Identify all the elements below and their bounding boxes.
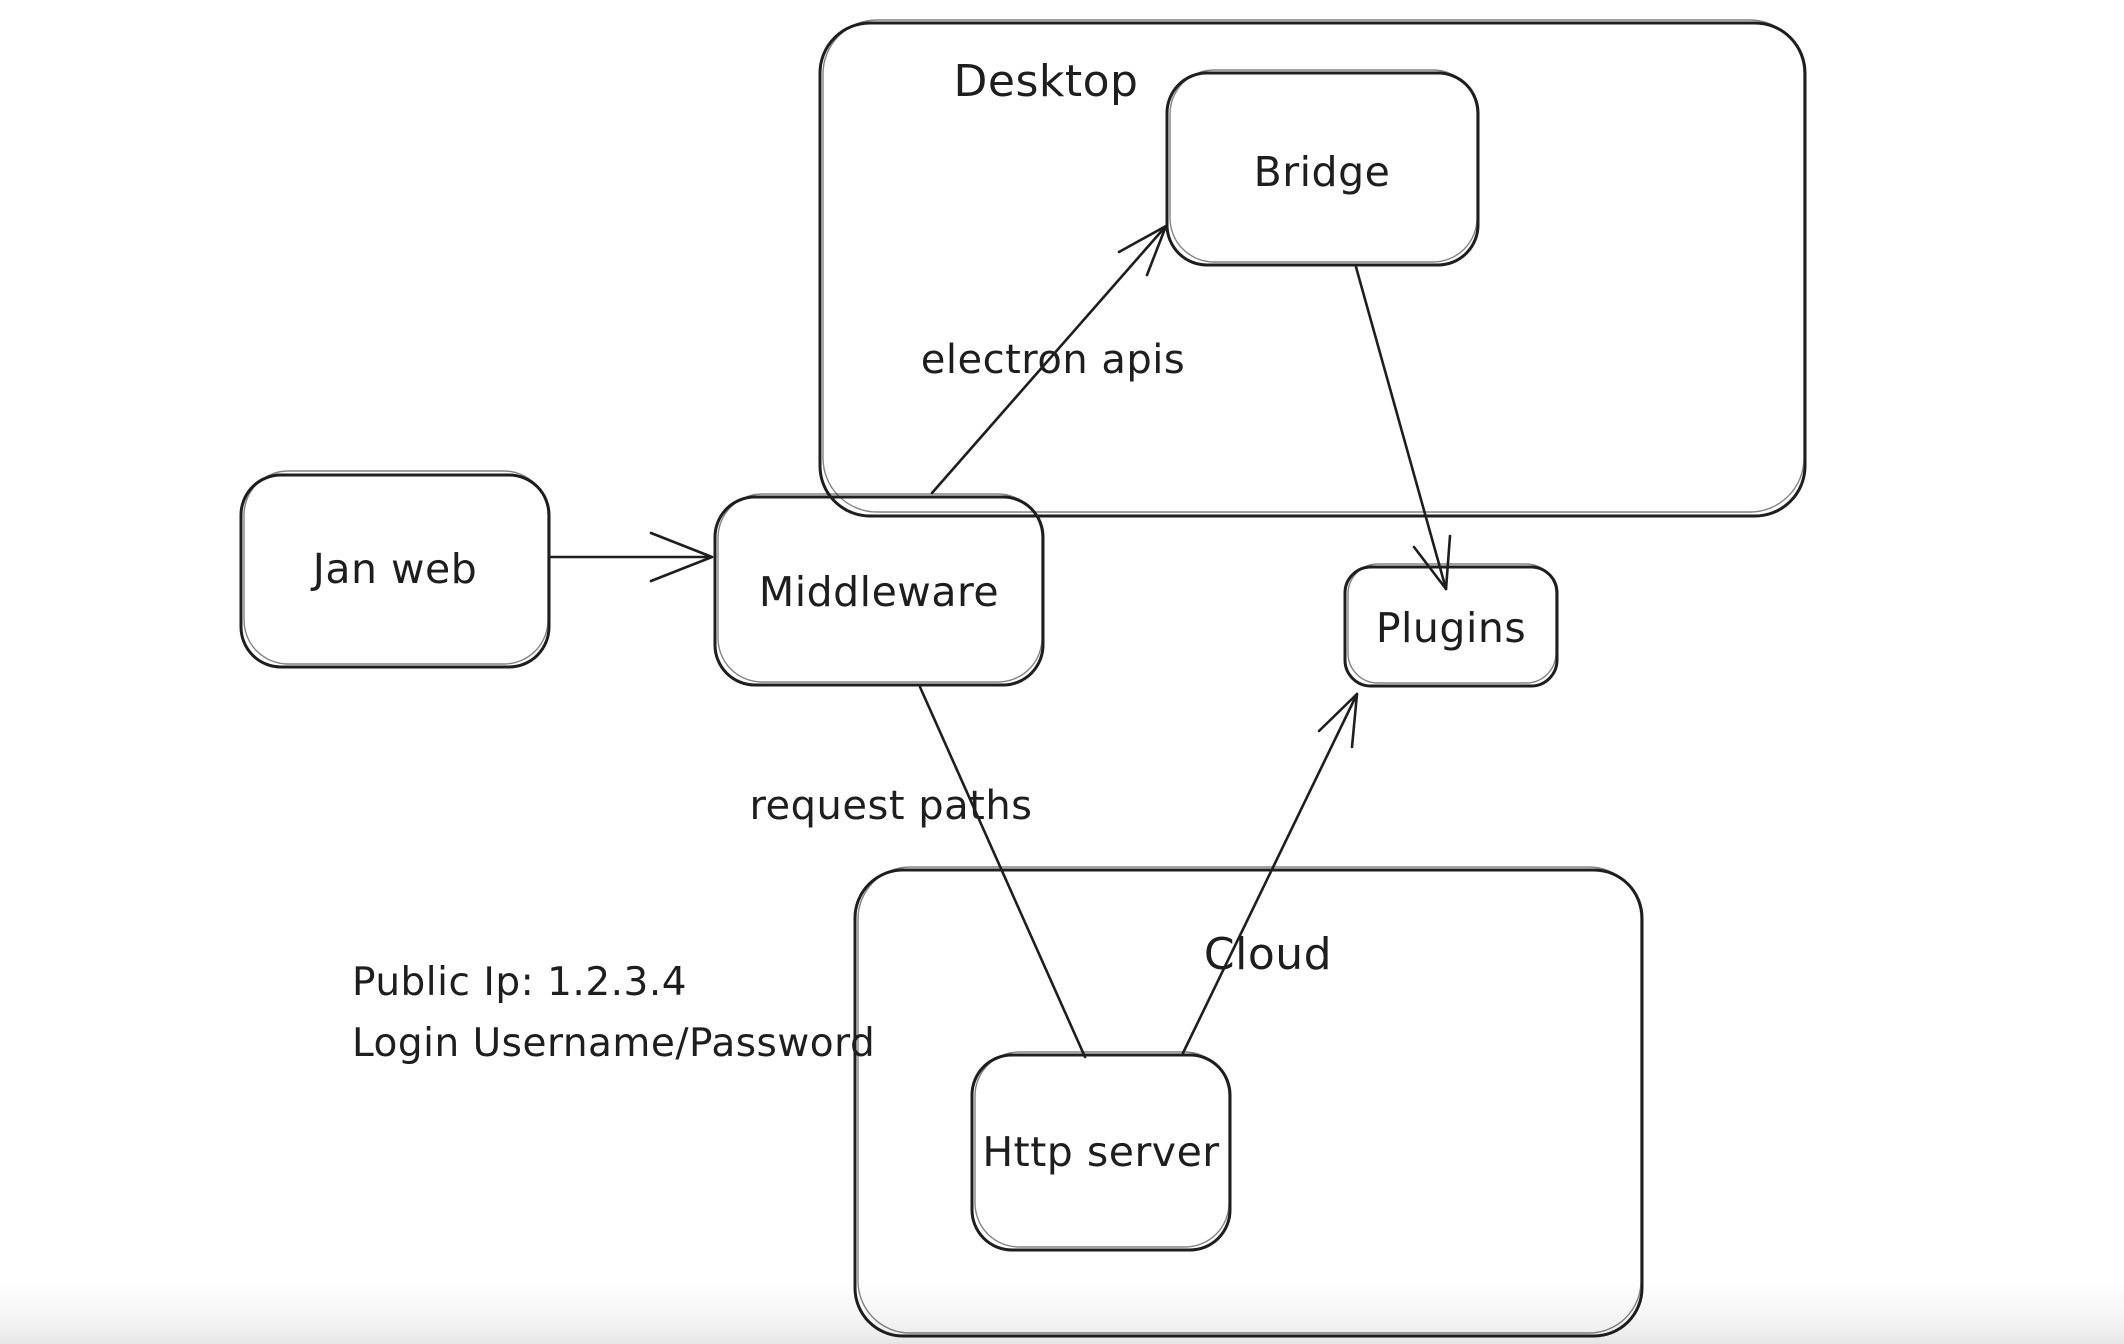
node-middleware-label: Middleware <box>759 568 999 616</box>
edge-janweb-middleware[interactable] <box>549 531 714 583</box>
node-bridge-label: Bridge <box>1254 148 1391 196</box>
node-plugins[interactable]: Plugins <box>1343 563 1559 688</box>
annotation-credentials[interactable]: Public Ip: 1.2.3.4 Login Username/Passwo… <box>352 960 875 1066</box>
edge-httpserver-plugins-line <box>1181 692 1359 1055</box>
node-http-server-echo <box>974 1051 1230 1248</box>
container-cloud-echo <box>857 866 1642 1334</box>
node-bridge-shape <box>1165 71 1480 267</box>
node-http-server-label: Http server <box>982 1128 1219 1176</box>
node-plugins-shape <box>1343 565 1559 688</box>
node-jan-web[interactable]: Jan web <box>239 470 551 669</box>
node-plugins-echo <box>1347 563 1557 684</box>
annotation-line-login: Login Username/Password <box>352 1021 875 1066</box>
edge-httpserver-plugins-arrowhead <box>1317 692 1359 749</box>
node-bridge-echo <box>1169 69 1478 263</box>
edge-bridge-plugins-line <box>1354 265 1448 591</box>
edge-middleware-httpserver[interactable] <box>918 685 1087 1059</box>
node-bridge[interactable]: Bridge <box>1165 69 1480 267</box>
container-desktop[interactable]: Desktop <box>818 19 1807 518</box>
node-middleware-echo <box>717 493 1043 683</box>
container-desktop-label: Desktop <box>954 56 1139 107</box>
node-middleware-shape <box>713 495 1045 687</box>
container-desktop-echo <box>822 19 1805 513</box>
node-http-server[interactable]: Http server <box>970 1051 1232 1252</box>
container-cloud-shape <box>853 868 1644 1338</box>
edge-middleware-bridge[interactable] <box>930 224 1168 495</box>
node-plugins-label: Plugins <box>1376 604 1526 652</box>
container-desktop-shape <box>818 21 1807 518</box>
node-http-server-shape <box>970 1053 1232 1252</box>
node-jan-web-echo <box>243 470 549 665</box>
container-cloud[interactable]: Cloud <box>853 866 1644 1338</box>
edge-middleware-bridge-arrowhead <box>1117 224 1168 277</box>
edge-middleware-httpserver-line <box>918 685 1087 1059</box>
edge-httpserver-plugins[interactable] <box>1181 692 1359 1055</box>
edge-bridge-plugins[interactable] <box>1354 265 1452 591</box>
edge-middleware-bridge-line <box>930 224 1168 495</box>
node-jan-web-label: Jan web <box>310 545 478 593</box>
edge-label-request-paths[interactable]: request paths <box>749 783 1032 829</box>
node-middleware[interactable]: Middleware <box>713 493 1045 687</box>
edge-label-electron-apis[interactable]: electron apis <box>921 337 1185 383</box>
container-cloud-label: Cloud <box>1204 929 1332 980</box>
node-jan-web-shape <box>239 473 551 669</box>
annotation-line-public-ip: Public Ip: 1.2.3.4 <box>352 960 687 1005</box>
edge-janweb-middleware-arrowhead <box>649 531 714 583</box>
